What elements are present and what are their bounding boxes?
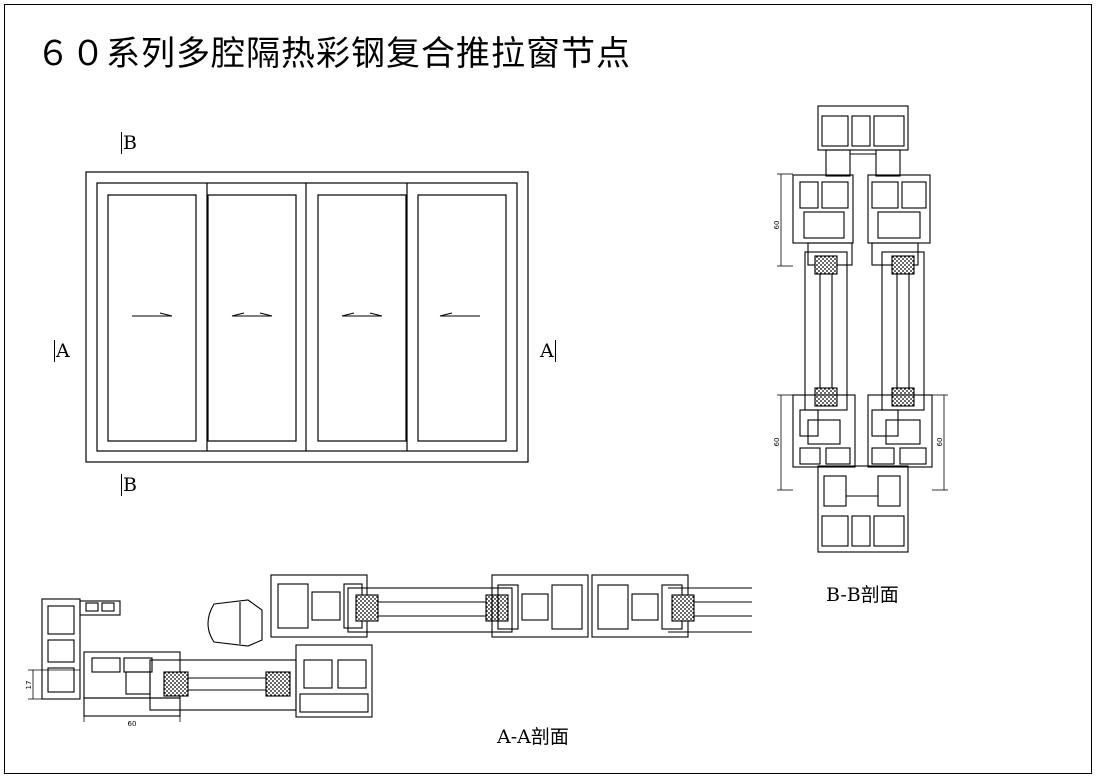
slide-arrow-4 [439, 312, 480, 317]
slide-arrow-1 [132, 312, 173, 317]
window-elevation [85, 171, 529, 463]
sash-panel-1 [107, 194, 197, 442]
bb-bottom-frame [817, 465, 909, 553]
section-mark-b-bottom-label: B [121, 474, 137, 496]
bb-top-frame [817, 105, 909, 177]
aa-section [28, 574, 752, 722]
drawing-border [4, 4, 1092, 774]
drawing-title: ６０系列多腔隔热彩钢复合推拉窗节点 [36, 34, 631, 74]
section-mark-a-left-label: A [54, 340, 70, 362]
aa-handle [207, 599, 263, 647]
inner-frame [96, 182, 518, 452]
section-mark-a-left: A [54, 340, 70, 362]
bb-left-glass [804, 251, 848, 411]
sash-panel-3 [317, 194, 407, 442]
aa-right-interlock [491, 574, 689, 638]
dim-bb-lower-left: 60 [773, 438, 781, 447]
caption-aa-section: A-A剖面 [497, 726, 569, 748]
bb-lower-right-sash [867, 394, 933, 468]
aa-right-glass [668, 587, 752, 633]
slide-arrow-2 [231, 312, 273, 317]
outer-frame [85, 171, 529, 463]
section-mark-b-top: B [121, 132, 137, 154]
bb-section [777, 105, 948, 553]
bb-right-glass [881, 251, 925, 411]
bb-dimension-lines [777, 173, 948, 491]
caption-bb-section: B-B剖面 [826, 584, 899, 606]
slide-arrow-3 [341, 312, 383, 317]
sash-panel-4 [417, 194, 507, 442]
aa-left-sash-glass [149, 659, 297, 711]
aa-left-jamb [41, 598, 181, 717]
aa-dimension-lines [28, 669, 181, 722]
sash-panel-2 [207, 194, 297, 442]
bb-upper-right-sash [867, 174, 931, 266]
section-mark-a-right-label: A [540, 340, 556, 362]
section-mark-a-right: A [540, 340, 556, 362]
aa-middle-glass [347, 587, 513, 633]
section-mark-b-top-label: B [121, 132, 137, 154]
dim-aa-width: 60 [128, 720, 137, 728]
section-mark-b-bottom: B [121, 474, 137, 496]
dim-bb-lower-right: 60 [936, 438, 944, 447]
bb-lower-left-sash [792, 394, 856, 468]
dim-aa-height: 17 [25, 681, 33, 690]
dim-bb-upper: 60 [773, 221, 781, 230]
